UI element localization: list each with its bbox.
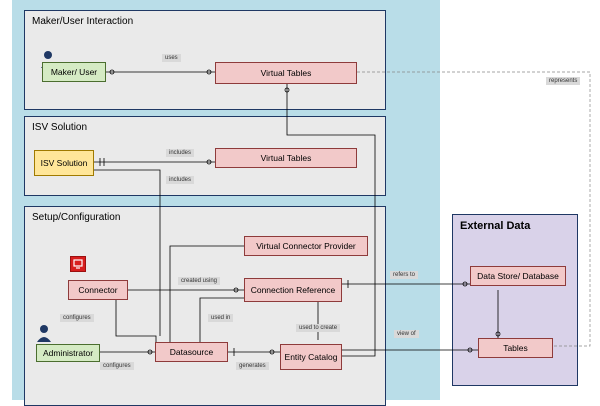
entity-catalog-entity[interactable]: Entity Catalog bbox=[280, 344, 342, 370]
includes-label-1: includes bbox=[166, 149, 195, 157]
virtual-connector-provider-entity[interactable]: Virtual Connector Provider bbox=[244, 236, 368, 256]
connection-reference-entity[interactable]: Connection Reference bbox=[244, 278, 342, 302]
administrator-entity[interactable]: Administrator bbox=[36, 344, 100, 362]
virtual-tables-isv-entity[interactable]: Virtual Tables bbox=[215, 148, 357, 168]
used-in-label: used in bbox=[208, 314, 234, 322]
setup-section-title: Setup/Configuration bbox=[32, 212, 121, 223]
refers-to-label: refers to bbox=[390, 271, 419, 279]
external-data-title: External Data bbox=[460, 220, 531, 232]
view-of-label: view of bbox=[394, 330, 419, 338]
configures-label-1: configures bbox=[60, 314, 94, 322]
maker-section bbox=[24, 10, 386, 110]
used-to-create-label: used to create bbox=[296, 324, 341, 332]
maker-section-title: Maker/User Interaction bbox=[32, 16, 134, 27]
configures-label-2: configures bbox=[100, 362, 134, 370]
tables-entity[interactable]: Tables bbox=[478, 338, 553, 358]
generates-label: generates bbox=[236, 362, 269, 370]
includes-label-2: includes bbox=[166, 176, 195, 184]
connector-entity[interactable]: Connector bbox=[68, 280, 128, 300]
person-icon bbox=[36, 324, 52, 342]
datasource-entity[interactable]: Datasource bbox=[155, 342, 228, 362]
uses-label: uses bbox=[162, 54, 181, 62]
isv-solution-entity[interactable]: ISV Solution bbox=[34, 150, 94, 176]
connector-icon bbox=[70, 256, 86, 272]
virtual-tables-top-entity[interactable]: Virtual Tables bbox=[215, 62, 357, 84]
isv-section-title: ISV Solution bbox=[32, 122, 88, 133]
created-using-label: created using bbox=[178, 277, 221, 285]
data-store-entity[interactable]: Data Store/ Database bbox=[470, 266, 566, 286]
maker-user-entity[interactable]: Maker/ User bbox=[42, 62, 106, 82]
represents-label: represents bbox=[546, 77, 581, 85]
